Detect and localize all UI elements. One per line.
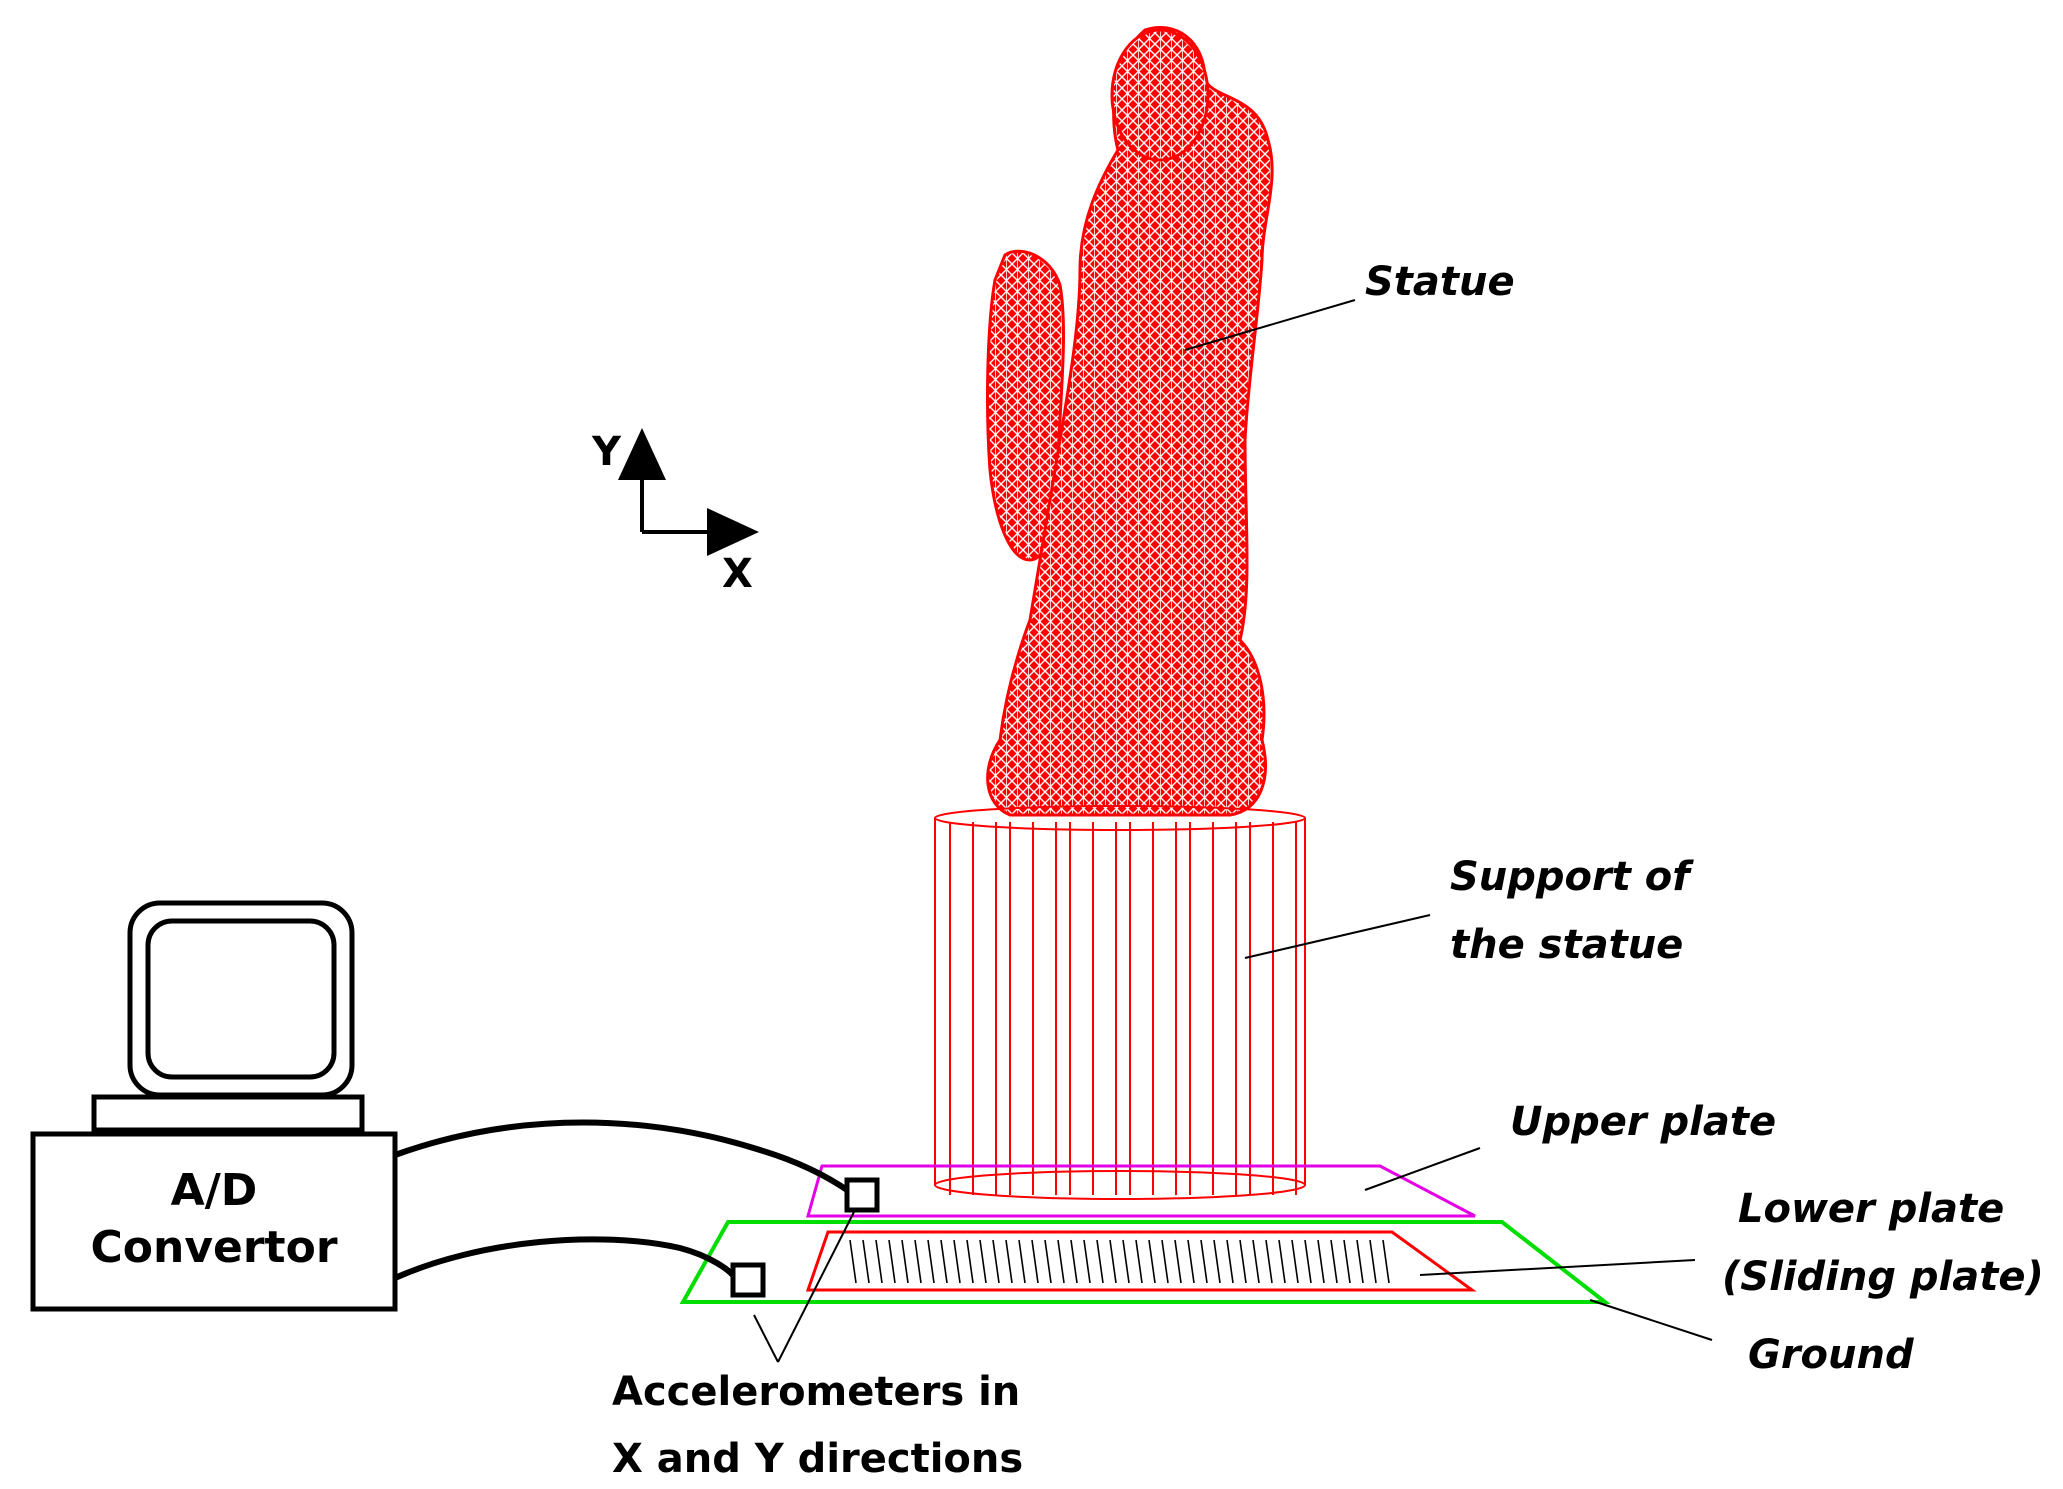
hatch-line	[1278, 1239, 1286, 1284]
y-axis-label: Y	[591, 429, 622, 475]
x-axis-label: X	[722, 551, 753, 597]
statue-head	[1110, 28, 1210, 162]
hatch-line	[1343, 1239, 1351, 1284]
hatch-line	[1135, 1239, 1143, 1284]
hatch-line	[849, 1239, 857, 1284]
converter-label-line1: A/D	[171, 1165, 258, 1216]
hatch-line	[875, 1239, 883, 1284]
hatch-line	[992, 1239, 1000, 1284]
accelerometer-sensor-icon	[844, 1177, 880, 1213]
lower-plate-label-line1: Lower plate	[1738, 1186, 2004, 1232]
support-vertical-lines	[949, 822, 1297, 1195]
hatch-line	[1096, 1239, 1104, 1284]
hatch-line	[979, 1239, 987, 1284]
hatch-line	[1226, 1239, 1234, 1284]
hatch-line	[1057, 1239, 1065, 1284]
hatch-line	[1356, 1239, 1364, 1284]
hatch-line	[901, 1239, 909, 1284]
hatch-line	[1239, 1239, 1247, 1284]
hatch-line	[1005, 1239, 1013, 1284]
hatch-line	[1200, 1239, 1208, 1284]
leader-lines	[753, 299, 1713, 1363]
hatch-line	[1122, 1239, 1130, 1284]
statue-wireframe	[986, 25, 1274, 817]
hatch-line	[1304, 1239, 1312, 1284]
hatch-line	[1148, 1239, 1156, 1284]
hatch-line	[914, 1239, 922, 1284]
hatch-line	[1161, 1239, 1169, 1284]
computer-monitor-icon	[91, 900, 365, 1133]
hatch-line	[1187, 1239, 1195, 1284]
hatch-line	[927, 1239, 935, 1284]
hatch-line	[1252, 1239, 1260, 1284]
hatch-line	[1018, 1239, 1026, 1284]
statue-label: Statue	[1365, 259, 1515, 305]
hatch-line	[1369, 1239, 1377, 1284]
cable-lower	[393, 1236, 738, 1281]
accelerometers-label-line1: Accelerometers in	[612, 1369, 1020, 1415]
lower-plate	[805, 1230, 1477, 1292]
hatch-line	[1174, 1239, 1182, 1284]
hatch-line	[1109, 1239, 1117, 1284]
upper-plate-label: Upper plate	[1510, 1099, 1776, 1145]
hatch-line	[953, 1239, 961, 1284]
statue-body	[986, 25, 1274, 817]
accelerometer-sensor-icon	[730, 1262, 766, 1298]
cable-upper	[393, 1119, 852, 1195]
upper-plate	[806, 1164, 1476, 1218]
hatch-line	[1317, 1239, 1325, 1284]
hatch-line	[1213, 1239, 1221, 1284]
hatch-line	[888, 1239, 896, 1284]
accelerometers-label-line2: X and Y directions	[612, 1436, 1023, 1482]
hatch-line	[940, 1239, 948, 1284]
hatch-line	[862, 1239, 870, 1284]
support-label-line1: Support of	[1450, 854, 1694, 900]
hatch-line	[1044, 1239, 1052, 1284]
lower-plate-label-line2: (Sliding plate)	[1722, 1254, 2044, 1300]
hatch-line	[1382, 1239, 1390, 1284]
statue-support-cylinder	[934, 805, 1306, 1200]
ad-converter-box: A/D Convertor	[30, 1131, 398, 1312]
ground-label: Ground	[1748, 1332, 1914, 1378]
coordinate-axes: Y X	[591, 428, 759, 597]
hatch-line	[966, 1239, 974, 1284]
converter-label-line2: Convertor	[90, 1222, 337, 1273]
hatch-line	[1031, 1239, 1039, 1284]
lower-plate-hatching	[849, 1239, 1390, 1284]
hatch-line	[1330, 1239, 1338, 1284]
hatch-line	[1070, 1239, 1078, 1284]
hatch-line	[1083, 1239, 1091, 1284]
support-label-line2: the statue	[1450, 922, 1683, 968]
hatch-line	[1291, 1239, 1299, 1284]
hatch-line	[1265, 1239, 1273, 1284]
ground-plate	[679, 1220, 1611, 1304]
